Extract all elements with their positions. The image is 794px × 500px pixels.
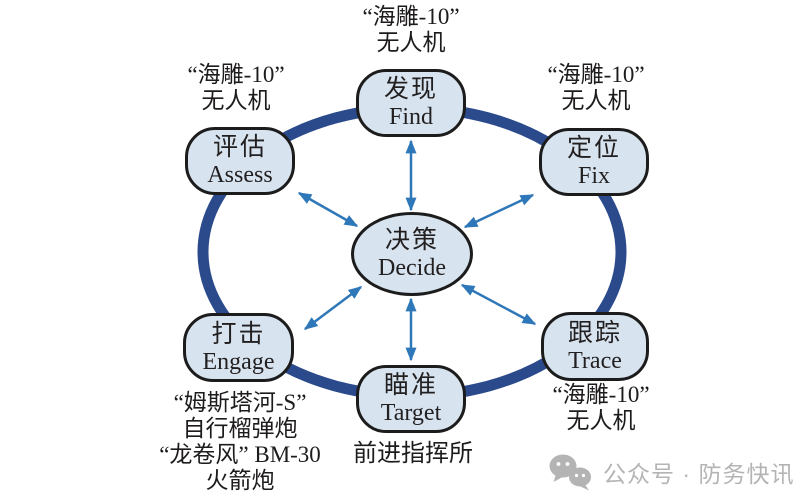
node-engage-label-en: Engage bbox=[202, 348, 275, 375]
annotation-line: “龙卷风” BM-30 bbox=[159, 442, 321, 467]
annotation-engage-asset: “姆斯塔河-S” 自行榴弹炮 “龙卷风” BM-30 火箭炮 bbox=[159, 390, 321, 494]
node-fix-label-en: Fix bbox=[577, 163, 610, 189]
node-fix: 定位 Fix bbox=[539, 128, 649, 196]
annotation-line: “姆斯塔河-S” bbox=[173, 390, 307, 415]
annotation-line: “海雕-10” bbox=[552, 382, 650, 407]
node-trace-label-zh: 跟踪 bbox=[567, 319, 622, 347]
node-find-label-en: Find bbox=[388, 104, 433, 130]
arrow-decide-fix bbox=[463, 193, 535, 229]
node-find: 发现 Find bbox=[356, 69, 466, 137]
arrow-decide-trace bbox=[460, 283, 537, 326]
annotation-fix-asset: “海雕-10” 无人机 bbox=[547, 62, 644, 114]
annotation-line: 无人机 bbox=[561, 88, 631, 113]
node-target-label-zh: 瞄准 bbox=[383, 372, 438, 399]
annotation-target-asset: 前进指挥所 bbox=[353, 441, 473, 467]
watermark-text: 公众号 · 防务快讯 bbox=[603, 461, 794, 487]
annotation-line: 无人机 bbox=[376, 30, 446, 55]
annotation-line: “海雕-10” bbox=[547, 62, 645, 87]
annotation-assess-asset: “海雕-10” 无人机 bbox=[187, 62, 284, 114]
node-engage: 打击 Engage bbox=[183, 313, 294, 382]
node-engage-label-zh: 打击 bbox=[211, 320, 266, 348]
node-decide: 决策 Decide bbox=[351, 212, 473, 296]
annotation-line: 前进指挥所 bbox=[353, 441, 473, 467]
annotation-line: 自行榴弹炮 bbox=[182, 416, 298, 441]
node-trace-label-en: Trace bbox=[568, 347, 622, 374]
annotation-trace-asset: “海雕-10” 无人机 bbox=[552, 382, 649, 434]
node-target-label-en: Target bbox=[380, 400, 442, 426]
arrow-decide-assess bbox=[297, 191, 359, 228]
annotation-line: 无人机 bbox=[566, 408, 636, 433]
annotation-find-asset: “海雕-10” 无人机 bbox=[362, 4, 459, 56]
annotation-line: 火箭炮 bbox=[205, 468, 275, 493]
node-decide-label-zh: 决策 bbox=[384, 227, 439, 254]
annotation-line: “海雕-10” bbox=[362, 4, 460, 29]
node-assess-label-zh: 评估 bbox=[212, 134, 267, 161]
node-decide-label-en: Decide bbox=[378, 255, 446, 281]
node-find-label-zh: 发现 bbox=[383, 76, 438, 103]
node-assess: 评估 Assess bbox=[185, 127, 295, 195]
node-fix-label-zh: 定位 bbox=[566, 135, 621, 162]
wechat-icon bbox=[549, 454, 591, 491]
node-target: 瞄准 Target bbox=[356, 365, 466, 433]
annotation-line: “海雕-10” bbox=[187, 62, 285, 87]
node-trace: 跟踪 Trace bbox=[541, 312, 649, 381]
node-assess-label-en: Assess bbox=[207, 162, 273, 188]
watermark: 公众号 · 防务快讯 bbox=[548, 452, 794, 492]
annotation-line: 无人机 bbox=[201, 88, 271, 113]
arrow-decide-engage bbox=[303, 286, 363, 330]
